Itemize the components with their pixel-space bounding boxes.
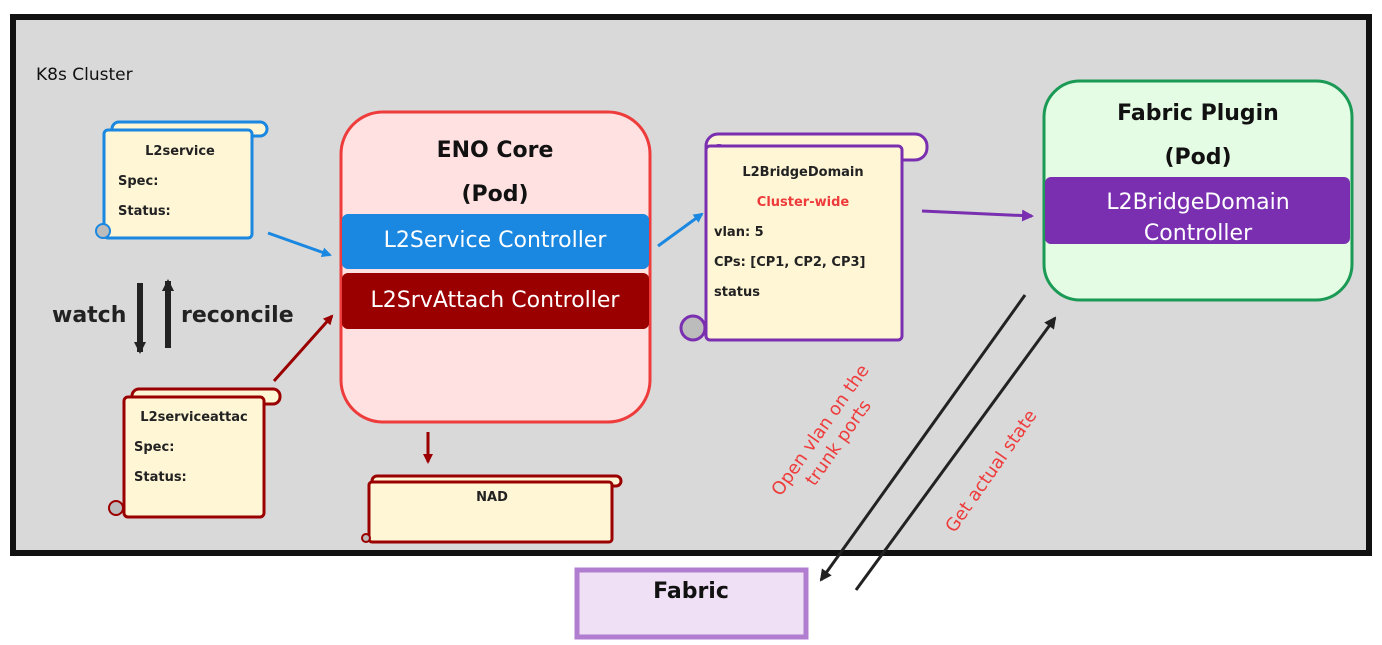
l2serviceattach-title: L2serviceattac: [140, 410, 247, 425]
l2bridgedomain-controller-line2: Controller: [1144, 221, 1253, 246]
l2serviceattach-spec: Spec:: [134, 440, 174, 455]
fabric-plugin-pod: Fabric Plugin (Pod) L2BridgeDomain Contr…: [1042, 79, 1354, 302]
nad-title: NAD: [476, 490, 508, 505]
fabric-to-plugin-arrow: [854, 316, 1057, 591]
l2service-title: L2service: [145, 144, 215, 159]
nad-resource: NAD: [361, 474, 623, 544]
fabric-plugin-subtitle: (Pod): [1164, 145, 1231, 170]
eno-core-subtitle: (Pod): [461, 182, 528, 207]
l2service-resource: L2service Spec: Status:: [95, 120, 269, 240]
l2service-to-eno-arrow: [267, 231, 332, 258]
bridgedomain-to-plugin-arrow: [921, 209, 1034, 222]
l2service-status: Status:: [118, 204, 171, 219]
eno-core-pod: ENO Core (Pod) L2Service Controller L2Sr…: [339, 110, 652, 424]
l2bridgedomain-controller: [1045, 177, 1350, 244]
plugin-to-fabric-arrow: [819, 294, 1027, 582]
eno-core-title: ENO Core: [437, 138, 554, 163]
l2bridgedomain-title: L2BridgeDomain: [742, 165, 863, 180]
l2bridgedomain-scope: Cluster-wide: [757, 195, 850, 210]
l2bridgedomain-status: status: [714, 285, 760, 300]
k8s-cluster-label: K8s Cluster: [36, 65, 133, 85]
fabric-plugin-title: Fabric Plugin: [1117, 101, 1279, 126]
fabric-title: Fabric: [653, 579, 729, 604]
l2bridgedomain-cps: CPs: [CP1, CP2, CP3]: [714, 255, 865, 270]
l2bridgedomain-resource: L2BridgeDomain Cluster-wide vlan: 5 CPs:…: [679, 132, 929, 342]
l2serviceattach-resource: L2serviceattac Spec: Status:: [108, 387, 282, 519]
fabric-box: Fabric: [574, 567, 809, 640]
l2serviceattach-status: Status:: [134, 470, 187, 485]
l2bridgedomain-controller-line1: L2BridgeDomain: [1106, 190, 1289, 215]
watch-label: watch: [52, 303, 126, 328]
reconcile-label: reconcile: [181, 303, 294, 328]
eno-to-bridgedomain-arrow: [657, 212, 704, 248]
l2service-spec: Spec:: [118, 174, 158, 189]
l2srvattach-controller-label: L2SrvAttach Controller: [371, 288, 621, 313]
l2bridgedomain-vlan: vlan: 5: [714, 225, 764, 240]
l2service-controller-label: L2Service Controller: [384, 228, 608, 253]
l2service-controller: [342, 214, 649, 269]
l2srvattach-controller: [342, 273, 649, 329]
l2serviceattach-to-eno-arrow: [272, 314, 334, 382]
